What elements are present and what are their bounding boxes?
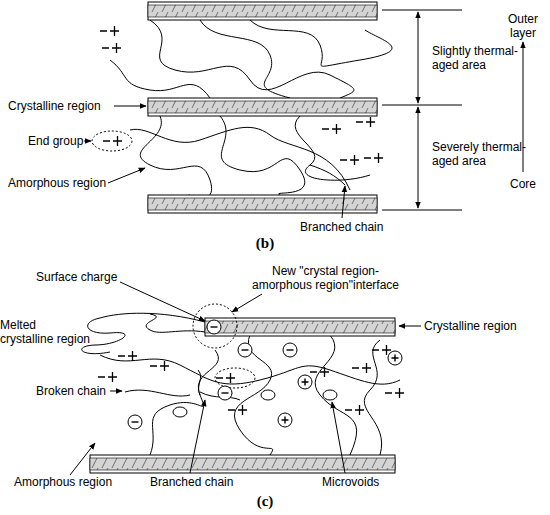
leader-arrow xyxy=(120,282,205,321)
label-text: Melted crystalline region xyxy=(0,318,92,346)
leader-arrow xyxy=(110,391,122,392)
charges xyxy=(98,304,404,429)
charge-plus xyxy=(278,413,292,427)
leaders xyxy=(84,10,523,218)
leader-arrow xyxy=(108,168,145,183)
interface-ring xyxy=(193,304,237,348)
crystalline-bands xyxy=(90,318,395,473)
label-text: Broken chain xyxy=(36,384,106,398)
charge-plus xyxy=(298,375,312,389)
broken-chain xyxy=(125,390,190,396)
microvoid xyxy=(173,407,187,417)
band-fill xyxy=(205,321,395,333)
dipole xyxy=(103,136,122,146)
dipole xyxy=(372,345,391,355)
label-text: Surface charge xyxy=(36,270,117,284)
band-fill xyxy=(148,5,377,17)
chain xyxy=(100,355,400,384)
band-outline xyxy=(90,455,395,473)
label-text: End group xyxy=(28,134,83,148)
melted-region xyxy=(82,313,205,353)
polymer-chains xyxy=(110,20,392,199)
branch-ring xyxy=(215,368,255,388)
chain xyxy=(295,116,370,180)
leader-arrow xyxy=(342,186,345,218)
band-fill xyxy=(90,458,395,470)
charge-minus xyxy=(218,386,232,400)
polymer-chains xyxy=(82,313,400,455)
leader-arrow xyxy=(70,443,95,475)
leader-arrow xyxy=(190,400,205,473)
microvoid xyxy=(323,390,337,400)
chain xyxy=(250,20,392,66)
surface-charge xyxy=(207,320,221,334)
chain xyxy=(110,60,210,98)
branched-chain xyxy=(310,165,345,185)
dipole xyxy=(345,405,364,415)
charge-minus xyxy=(128,415,142,429)
panel-caption: (c) xyxy=(250,492,280,510)
tick xyxy=(382,105,462,106)
label-text: New "crystal region-amorphous region"int… xyxy=(248,264,403,292)
label-text: Crystalline region xyxy=(8,99,101,113)
chain xyxy=(315,335,356,455)
dipole xyxy=(310,367,329,377)
chain xyxy=(220,116,305,195)
leader-arrow xyxy=(84,141,91,142)
label-text: Amorphous region xyxy=(8,176,106,190)
tick xyxy=(382,210,462,211)
crystalline-bands xyxy=(148,2,377,213)
dipole xyxy=(118,351,137,361)
dipole xyxy=(322,124,341,134)
chain xyxy=(200,20,290,98)
dipole xyxy=(216,373,235,383)
dipole xyxy=(356,117,375,127)
dipole xyxy=(228,405,247,415)
leaders xyxy=(70,282,421,475)
tick xyxy=(382,10,462,11)
band-outline xyxy=(148,98,377,116)
chain xyxy=(150,350,218,455)
range-arrow xyxy=(418,107,419,208)
panel-caption: (b) xyxy=(250,234,280,252)
microvoid xyxy=(261,390,275,400)
dipole xyxy=(352,363,371,373)
label-text: Branched chain xyxy=(150,475,233,489)
band-outline xyxy=(148,2,377,20)
dipole xyxy=(385,388,404,398)
label-text: Branched chain xyxy=(300,220,383,234)
label-text: Crystalline region xyxy=(424,319,517,333)
band-outline xyxy=(205,318,395,336)
chain xyxy=(364,340,381,455)
label-text: Outer layer xyxy=(503,12,543,40)
chain xyxy=(140,116,211,199)
end-group-ring xyxy=(92,131,132,151)
label-text: Microvoids xyxy=(322,475,379,489)
charge-minus xyxy=(238,343,252,357)
label-text: Core xyxy=(510,177,536,191)
leader-arrow xyxy=(332,402,345,473)
charge-minus xyxy=(283,343,297,357)
label-text: Severely thermal-aged area xyxy=(432,140,527,168)
label-text: Slightly thermal-aged area xyxy=(432,44,527,72)
dipole xyxy=(150,361,169,371)
leader-arrow xyxy=(232,294,262,312)
chain xyxy=(130,127,350,190)
dipole xyxy=(340,155,359,165)
leader-arrow xyxy=(114,106,146,107)
branched-chain xyxy=(198,370,201,395)
band-fill xyxy=(148,101,377,113)
range-arrow xyxy=(418,12,419,103)
leader-arrow xyxy=(399,326,421,327)
dipole xyxy=(102,43,121,53)
label-text: Amorphous region xyxy=(14,475,112,489)
dipoles xyxy=(92,26,383,165)
dipole xyxy=(100,26,119,36)
charge-plus xyxy=(388,351,402,365)
dipole xyxy=(364,153,383,163)
dipole xyxy=(98,372,117,382)
